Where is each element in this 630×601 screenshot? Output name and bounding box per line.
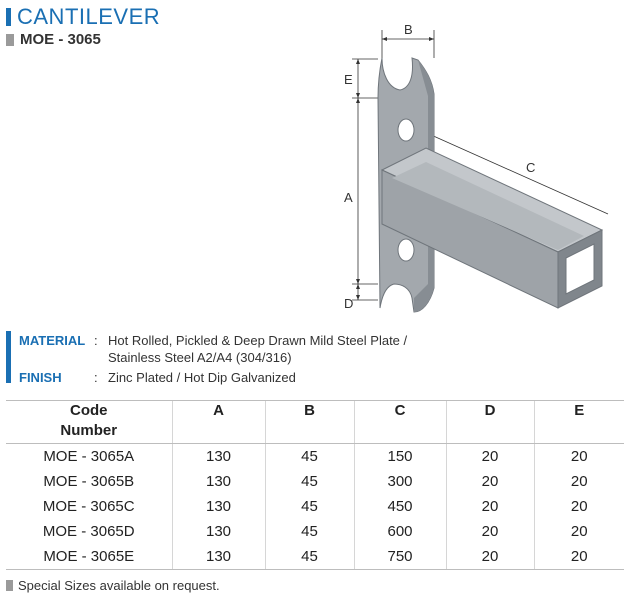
dimension-lines <box>352 30 609 301</box>
cell-e: 20 <box>533 469 624 494</box>
cell-code: MOE - 3065E <box>6 544 172 570</box>
cell-d: 20 <box>445 544 534 570</box>
cell-a: 130 <box>171 443 265 469</box>
cell-code: MOE - 3065A <box>43 448 135 465</box>
finish-value: Zinc Plated / Hot Dip Galvanized <box>108 370 296 385</box>
table-row: MOE - 3065A 130 45 150 20 20 <box>6 443 624 469</box>
cell-e: 20 <box>533 494 624 519</box>
cell-b: 45 <box>264 443 354 469</box>
spec-accent-bar <box>6 331 11 383</box>
table-row: MOE - 3065B 130 45 300 20 20 <box>6 469 624 494</box>
cell-e: 20 <box>533 544 624 570</box>
dimension-labels: B E A D C <box>344 22 535 311</box>
product-code: MOE - 3065 <box>20 31 101 48</box>
cell-c: 150 <box>353 443 446 469</box>
dim-label-c: C <box>526 160 535 175</box>
cell-a: 130 <box>171 494 265 519</box>
cell-e: 20 <box>533 443 624 469</box>
header-code-number: Code Number <box>6 400 172 444</box>
cell-c: 600 <box>353 519 446 544</box>
cell-c: 750 <box>353 544 446 570</box>
cell-code: MOE - 3065C <box>42 498 135 515</box>
cell-b: 45 <box>264 544 354 570</box>
header-code-line2: Number <box>60 422 118 439</box>
cell-b: 45 <box>264 469 354 494</box>
cell-a: 130 <box>171 519 265 544</box>
material-value-line2: Stainless Steel A2/A4 (304/316) <box>108 350 292 365</box>
title-accent-bar <box>6 8 11 26</box>
dim-label-d: D <box>344 296 353 311</box>
header-a: A <box>171 400 265 444</box>
cell-c: 300 <box>353 469 446 494</box>
cell-d: 20 <box>445 519 534 544</box>
cell-c: 450 <box>353 494 446 519</box>
finish-label: FINISH <box>19 370 62 385</box>
dim-label-a: A <box>344 190 353 205</box>
table-row: MOE - 3065D 130 45 600 20 20 <box>6 519 624 544</box>
subtitle-row: MOE - 3065 <box>6 31 101 48</box>
cell-code: MOE - 3065D <box>42 523 135 540</box>
footer-note-marker <box>6 580 13 591</box>
header-code-line1: Code <box>70 402 108 419</box>
channel-arm <box>380 147 604 309</box>
cell-b: 45 <box>264 494 354 519</box>
header-e: E <box>533 400 624 444</box>
cell-d: 20 <box>445 469 534 494</box>
cell-e: 20 <box>533 519 624 544</box>
finish-colon: : <box>94 370 98 385</box>
material-label: MATERIAL <box>19 333 86 348</box>
dimension-arrows <box>356 37 434 300</box>
header-d: D <box>445 400 534 444</box>
material-value-line1: Hot Rolled, Pickled & Deep Drawn Mild St… <box>108 333 408 348</box>
page-title: CANTILEVER <box>17 4 161 29</box>
cell-b: 45 <box>264 519 354 544</box>
table-row: MOE - 3065C 130 45 450 20 20 <box>6 494 624 519</box>
cell-a: 130 <box>171 544 265 570</box>
cell-d: 20 <box>445 494 534 519</box>
header-b: B <box>264 400 354 444</box>
table-header-row: Code Number A B C D E <box>6 400 624 444</box>
cell-a: 130 <box>171 469 265 494</box>
subtitle-marker <box>6 33 14 46</box>
footer-note-row: Special Sizes available on request. <box>6 578 220 593</box>
dim-label-e: E <box>344 72 353 87</box>
specifications: MATERIAL : Hot Rolled, Pickled & Deep Dr… <box>6 329 626 389</box>
footer-note: Special Sizes available on request. <box>18 578 220 593</box>
cell-d: 20 <box>445 443 534 469</box>
header-c: C <box>353 400 446 444</box>
table-row: MOE - 3065E 130 45 750 20 20 <box>6 544 624 570</box>
material-colon: : <box>94 333 98 348</box>
cell-code: MOE - 3065B <box>43 473 135 490</box>
dim-label-b: B <box>404 22 413 37</box>
dimensions-table: Code Number A B C D E MOE - 3065A 130 45… <box>6 400 624 570</box>
cantilever-drawing: B E A D C <box>344 22 609 313</box>
title-row: CANTILEVER <box>6 4 160 30</box>
